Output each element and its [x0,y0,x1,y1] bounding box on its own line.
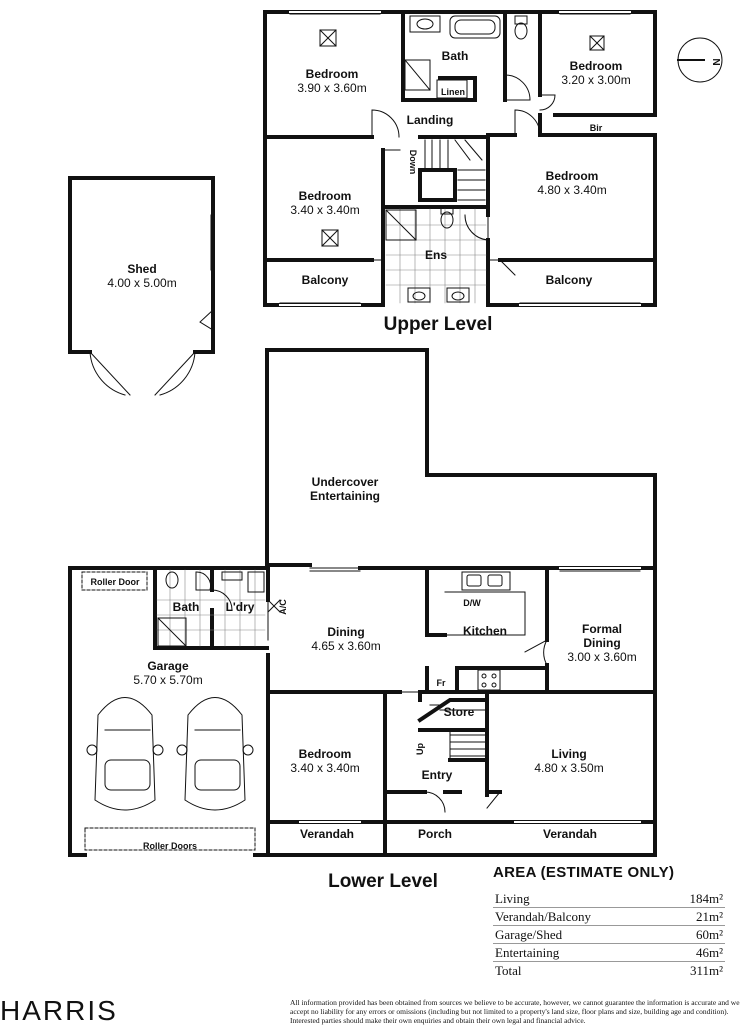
car-left [86,697,164,811]
roller-door-label: Roller Door [90,577,140,587]
compass [677,37,723,83]
compass-north-label: N [712,58,723,66]
roller-doors-label: Roller Doors [142,841,198,851]
lower-level-title: Lower Level [328,871,438,892]
area-row-label: Living [493,890,662,908]
area-row-value: 21m² [661,907,725,926]
verandah-right-label: Verandah [542,827,598,841]
upper-landing-label: Landing [406,113,454,127]
lower-bath-tiles [156,569,266,647]
upper-down-label: Down [408,149,418,175]
upper-ens-label: Ens [424,248,448,262]
upper-doors [371,74,556,276]
shed-doors [89,214,214,396]
porch-label: Porch [417,827,453,841]
area-title: AREA (ESTIMATE ONLY) [493,864,675,881]
lower-level-walls [68,348,657,857]
area-row-label: Entertaining [493,943,662,962]
lower-bath-label: Bath [172,600,200,614]
verandah-left-label: Verandah [299,827,355,841]
area-row-value: 184m² [661,890,725,908]
ac-label: A/C [278,599,288,615]
area-row-value: 46m² [661,943,725,962]
upper-stairs [424,139,486,201]
laundry-label: L'dry [225,600,255,614]
lower-stairs [429,704,486,761]
area-row-value: 60m² [661,925,725,944]
area-row: Total 311m² [493,962,725,980]
lower-fixtures [81,567,641,851]
upper-linen-label: Linen [441,87,465,97]
upper-fixtures [279,11,641,306]
upper-balcony-right-label: Balcony [545,273,593,287]
fridge-label: Fr [436,678,446,688]
upper-balcony-left-label: Balcony [301,273,349,287]
dw-label: D/W [463,598,481,608]
brand-logo: HARRIS [0,995,118,1026]
disclaimer-text: All information provided has been obtain… [290,998,740,1025]
area-row-label: Total [495,962,522,978]
area-row-value: 311m² [689,962,723,978]
upper-bir-label: Bir [589,123,603,133]
upper-bath-label: Bath [441,49,469,63]
kitchen-label: Kitchen [462,624,508,638]
up-label: Up [415,743,425,755]
entry-label: Entry [421,768,453,782]
car-right [176,697,254,811]
area-row-label: Verandah/Balcony [493,907,662,926]
area-row-label: Garage/Shed [493,925,662,944]
store-label: Store [443,705,475,719]
shed-walls [68,176,215,354]
ensuite-tiles [385,208,487,304]
upper-level-title: Upper Level [383,314,493,335]
